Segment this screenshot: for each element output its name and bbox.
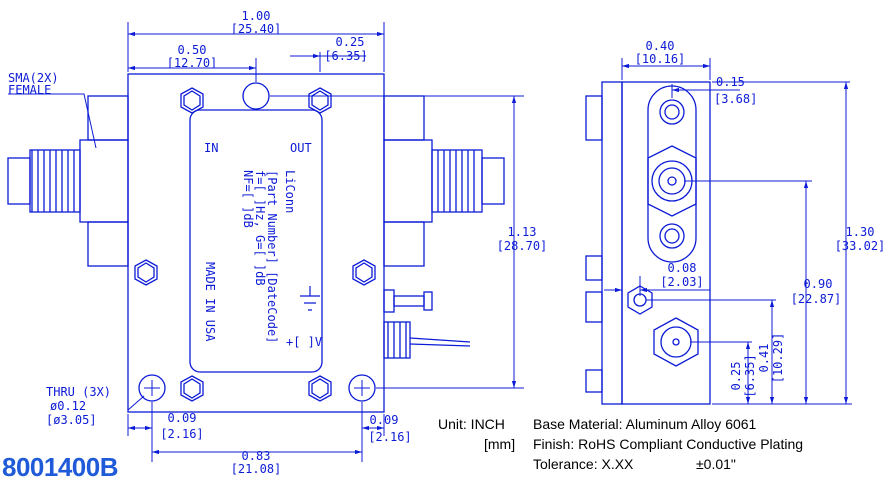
dim-side-h2: 0.25 xyxy=(729,362,743,391)
thru-hole xyxy=(348,374,376,402)
dim-edge-left-mm: [2.16] xyxy=(160,427,203,441)
dim-side-width: 0.40 xyxy=(646,39,675,53)
hex-screw xyxy=(352,259,376,286)
thru-callout-line2: ø0.12 xyxy=(50,399,86,413)
sma-face-side xyxy=(647,85,697,263)
dim-overall-width-mm: [25.40] xyxy=(231,22,282,36)
hex-screw xyxy=(308,87,332,114)
dim-center-offset-mm: [12.70] xyxy=(167,56,218,70)
label-line2: f=[ ]Hz, G=[ ]dB xyxy=(253,170,267,286)
label-plate xyxy=(189,109,323,373)
label-made-in: MADE IN USA xyxy=(203,262,217,342)
dim-edge-left: 0.09 xyxy=(168,411,197,425)
label-power: +[ ]V xyxy=(286,335,322,349)
dim-hole-span-mm: [21.08] xyxy=(231,462,282,476)
dim-height-mm: [28.70] xyxy=(497,239,548,253)
sma-callout-line1: SMA(2X) xyxy=(8,71,59,85)
dim-side-offset-mm: [3.68] xyxy=(714,92,757,106)
dim-overall-width: 1.00 xyxy=(242,9,271,23)
hex-screw xyxy=(134,259,158,286)
ground-terminal xyxy=(383,289,433,313)
dim-hole-span: 0.83 xyxy=(242,449,271,463)
label-line3: NF=[ ]dB xyxy=(241,170,255,228)
tolerance-label: Tolerance: X.XX xyxy=(533,456,634,472)
dim-side-height: 1.30 xyxy=(846,225,875,239)
dim-side-small-mm: [2.03] xyxy=(660,275,703,289)
thru-callout-line1: THRU (3X) xyxy=(46,385,111,399)
thru-hole xyxy=(138,374,166,402)
power-feedthrough xyxy=(383,321,471,359)
dim-hole-offset-mm: [6.35] xyxy=(324,49,367,63)
dim-height: 1.13 xyxy=(508,225,537,239)
label-brand: LiConn xyxy=(283,170,297,213)
dim-side-offset: 0.15 xyxy=(716,75,745,89)
sma-connector-left xyxy=(7,95,129,267)
hex-screw xyxy=(308,375,332,402)
finish: Finish: RoHS Compliant Conductive Platin… xyxy=(533,436,804,452)
unit-mm: [mm] xyxy=(484,436,516,452)
thru-callout-line3: [ø3.05] xyxy=(46,413,97,427)
side-body xyxy=(621,81,711,405)
sma-connector-right xyxy=(383,95,505,267)
tolerance-value: ±0.01" xyxy=(696,456,736,472)
ground-symbol-icon xyxy=(300,286,320,311)
dim-side-h1: 0.41 xyxy=(757,344,771,373)
base-material: Base Material: Aluminum Alloy 6061 xyxy=(533,416,757,432)
front-dimensions xyxy=(8,22,524,462)
dim-edge-right: 0.09 xyxy=(370,413,399,427)
dim-side-h1-mm: [10.29] xyxy=(771,333,785,384)
dim-side-h2-mm: [6.35] xyxy=(743,354,757,397)
label-in: IN xyxy=(204,141,218,155)
label-out: OUT xyxy=(290,141,312,155)
dim-side-height-mm: [33.02] xyxy=(835,239,886,253)
hex-screw xyxy=(180,87,204,114)
side-dimensions xyxy=(604,58,852,405)
dim-center-offset: 0.50 xyxy=(178,43,207,57)
dim-side-mid-mm: [22.87] xyxy=(791,292,842,306)
side-view xyxy=(585,81,711,405)
dim-side-small: 0.08 xyxy=(668,261,697,275)
dim-hole-offset: 0.25 xyxy=(336,35,365,49)
dim-edge-right-mm: [2.16] xyxy=(368,430,411,444)
thru-hole xyxy=(242,82,270,110)
part-number: 8001400B xyxy=(2,452,119,482)
front-view xyxy=(7,73,505,413)
dim-side-mid: 0.90 xyxy=(804,277,833,291)
label-line1: [Part Number] [DateCode] xyxy=(265,170,279,343)
sma-callout-line2: FEMALE xyxy=(8,83,51,97)
unit-label: Unit: INCH xyxy=(438,416,505,432)
dim-side-width-mm: [10.16] xyxy=(635,52,686,66)
hex-screw xyxy=(180,375,204,402)
